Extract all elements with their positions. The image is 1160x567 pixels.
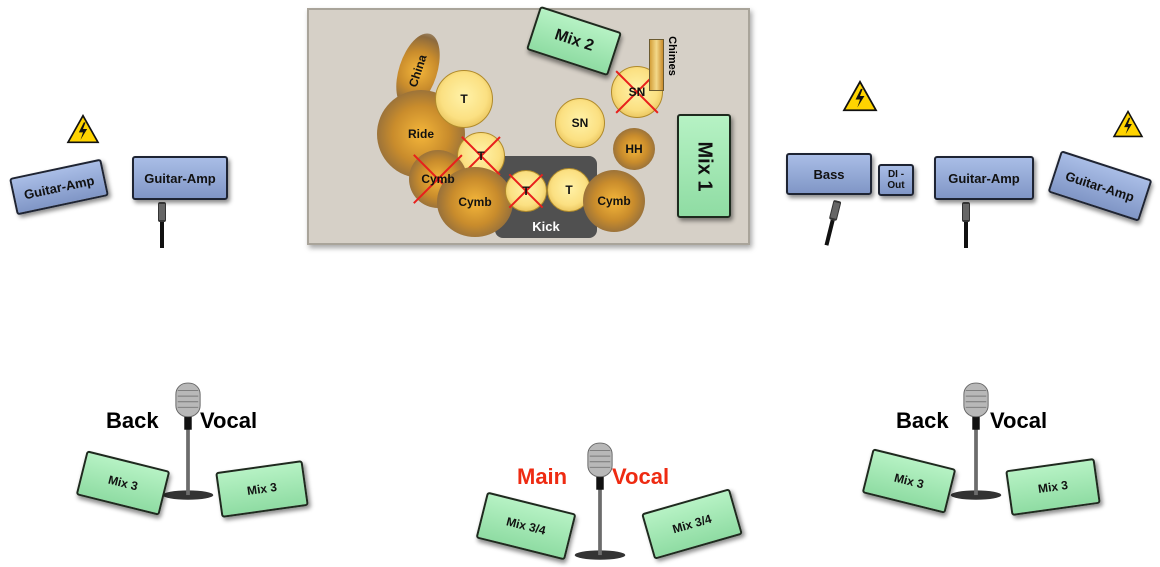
- vintage-microphone-icon: [572, 434, 628, 566]
- left-mix3-monitor-2: Mix 3: [215, 460, 309, 518]
- microphone-icon: [821, 199, 844, 247]
- main-mix34-monitor-1: Mix 3/4: [475, 491, 577, 561]
- main-vocal-word1: Main: [517, 464, 568, 489]
- drum-riser: Kick China Ride T T Cymb Cymb T T Cymb S…: [307, 5, 750, 245]
- main-mix34-monitor-2: Mix 3/4: [641, 488, 743, 560]
- guitar-amp-right-2: Guitar-Amp: [1047, 150, 1153, 222]
- warning-icon: [66, 114, 100, 144]
- chimes-bar: [649, 39, 664, 91]
- left-back-vocal-word1: Back: [106, 408, 159, 433]
- di-out-box: DI - Out: [878, 164, 914, 196]
- bass-amp: Bass: [786, 153, 872, 195]
- microphone-icon: [156, 202, 168, 248]
- tom-1: T: [435, 70, 493, 128]
- right-back-vocal-word2: Vocal: [990, 408, 1048, 433]
- warning-icon: [842, 80, 878, 112]
- china-label: China: [406, 52, 430, 90]
- snare-1: SN: [555, 98, 605, 148]
- right-back-vocal-word1: Back: [896, 408, 949, 433]
- vintage-microphone-icon: [160, 374, 216, 506]
- warning-icon: [1112, 110, 1144, 138]
- guitar-amp-left-1: Guitar-Amp: [9, 158, 109, 216]
- vintage-microphone-icon: [948, 374, 1004, 506]
- cymbal-2: Cymb: [437, 167, 513, 237]
- mix1-monitor: Mix 1: [677, 114, 731, 218]
- chimes-label: Chimes: [666, 36, 678, 76]
- tom-3: T: [505, 170, 547, 212]
- main-vocal-word2: Vocal: [612, 464, 670, 489]
- right-mix3-monitor-2: Mix 3: [1005, 457, 1101, 517]
- right-mix3-monitor-1: Mix 3: [861, 448, 957, 514]
- guitar-amp-left-2: Guitar-Amp: [132, 156, 228, 200]
- left-back-vocal-word2: Vocal: [200, 408, 258, 433]
- left-mix3-monitor-1: Mix 3: [75, 450, 171, 516]
- mix2-monitor: Mix 2: [525, 5, 623, 77]
- cymbal-3: Cymb: [583, 170, 645, 232]
- kick-label: Kick: [532, 219, 560, 234]
- microphone-icon: [960, 202, 972, 248]
- hihat: HH: [613, 128, 655, 170]
- guitar-amp-right-1: Guitar-Amp: [934, 156, 1034, 200]
